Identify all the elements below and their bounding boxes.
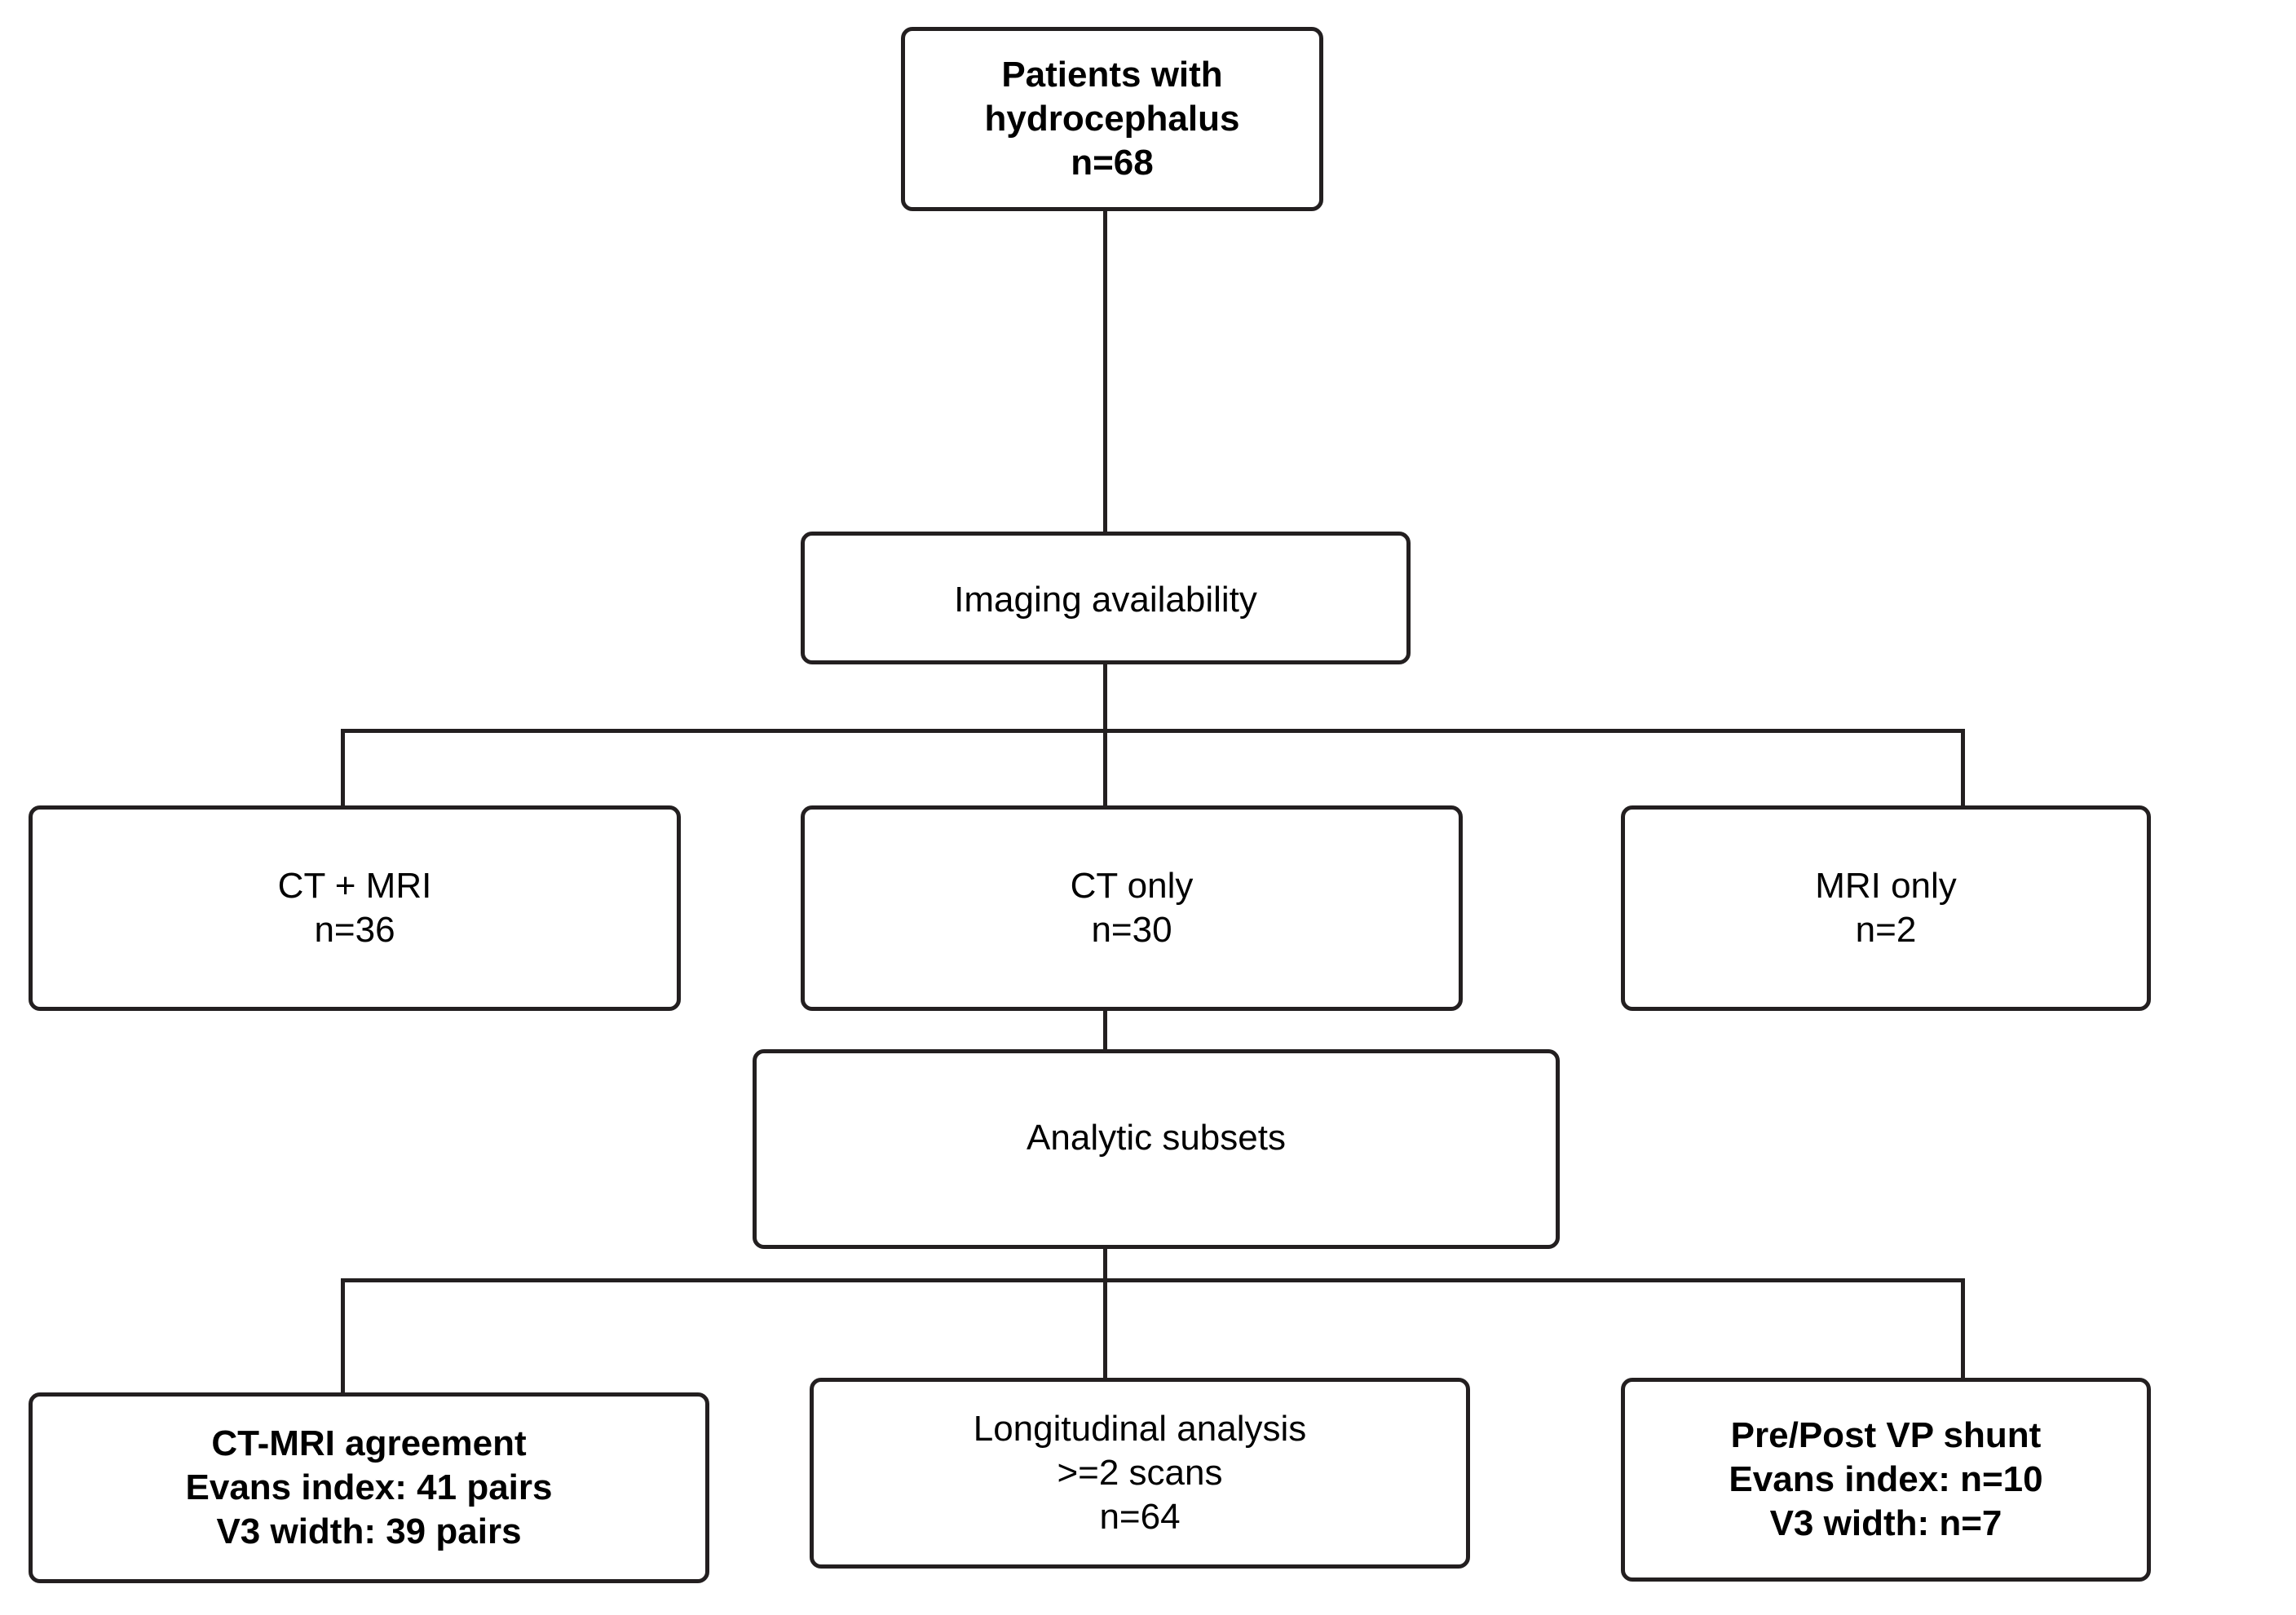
edge-drop-to-ct-mri: [341, 729, 345, 807]
node-mri-only-text: MRI only n=2: [1815, 864, 1957, 951]
node-mri-only-line-2: n=2: [1855, 910, 1917, 950]
node-root-text: Patients with hydrocephalus n=68: [985, 53, 1240, 184]
node-ct-only-line-2: n=30: [1091, 910, 1172, 950]
node-imaging-availability[interactable]: Imaging availability: [801, 532, 1411, 664]
edge-drop-to-longitudinal: [1103, 1278, 1107, 1383]
node-analytic-subsets[interactable]: Analytic subsets: [753, 1049, 1560, 1249]
edge-subsets-distributor: [341, 1278, 1965, 1282]
node-longitudinal-line-1: Longitudinal analysis: [973, 1409, 1307, 1450]
node-ct-only[interactable]: CT only n=30: [801, 805, 1463, 1011]
edge-drop-to-agreement: [341, 1278, 345, 1397]
node-mri-only-line-1: MRI only: [1815, 866, 1957, 907]
node-imaging-text: Imaging availability: [954, 578, 1257, 622]
node-root-line-2: hydrocephalus: [984, 99, 1240, 139]
edge-imaging-distributor: [341, 729, 1965, 733]
edge-drop-to-ct-only: [1103, 729, 1107, 807]
node-patients-with-hydrocephalus[interactable]: Patients with hydrocephalus n=68: [901, 27, 1323, 211]
node-ct-plus-mri[interactable]: CT + MRI n=36: [29, 805, 681, 1011]
node-pre-post-vp-shunt[interactable]: Pre/Post VP shunt Evans index: n=10 V3 w…: [1621, 1378, 2151, 1582]
node-longitudinal-line-3: n=64: [1099, 1496, 1181, 1537]
node-agreement-line-2: Evans index: 41 pairs: [185, 1467, 553, 1508]
edge-drop-to-shunt: [1961, 1278, 1965, 1383]
edge-root-to-imaging: [1103, 210, 1107, 533]
node-subsets-line-1: Analytic subsets: [1027, 1117, 1286, 1158]
node-agreement-line-1: CT-MRI agreement: [211, 1423, 527, 1464]
node-subsets-text: Analytic subsets: [1027, 1116, 1286, 1160]
node-shunt-line-3: V3 width: n=7: [1769, 1502, 2002, 1543]
node-longitudinal-line-2: >=2 scans: [1057, 1453, 1223, 1494]
edge-ct-only-to-subsets: [1103, 1009, 1107, 1053]
node-ct-only-text: CT only n=30: [1071, 864, 1194, 951]
node-agreement-line-3: V3 width: 39 pairs: [216, 1511, 522, 1551]
edge-imaging-stem: [1103, 663, 1107, 733]
node-ct-mri-line-1: CT + MRI: [277, 866, 432, 907]
node-imaging-line-1: Imaging availability: [954, 579, 1257, 620]
node-longitudinal-text: Longitudinal analysis >=2 scans n=64: [974, 1407, 1307, 1538]
node-shunt-line-2: Evans index: n=10: [1729, 1459, 2043, 1500]
node-ct-mri-text: CT + MRI n=36: [278, 864, 432, 951]
node-mri-only[interactable]: MRI only n=2: [1621, 805, 2151, 1011]
node-root-line-3: n=68: [1071, 142, 1154, 183]
node-ct-mri-line-2: n=36: [314, 910, 395, 950]
node-longitudinal-analysis[interactable]: Longitudinal analysis >=2 scans n=64: [810, 1378, 1470, 1569]
edge-drop-to-mri-only: [1961, 729, 1965, 807]
node-agreement-text: CT-MRI agreement Evans index: 41 pairs V…: [186, 1422, 553, 1553]
node-ct-only-line-1: CT only: [1070, 866, 1194, 907]
edge-subsets-stem: [1103, 1247, 1107, 1282]
node-shunt-text: Pre/Post VP shunt Evans index: n=10 V3 w…: [1729, 1414, 2042, 1545]
node-shunt-line-1: Pre/Post VP shunt: [1730, 1415, 2042, 1456]
node-ct-mri-agreement[interactable]: CT-MRI agreement Evans index: 41 pairs V…: [29, 1392, 709, 1583]
node-root-line-1: Patients with: [1001, 55, 1223, 95]
